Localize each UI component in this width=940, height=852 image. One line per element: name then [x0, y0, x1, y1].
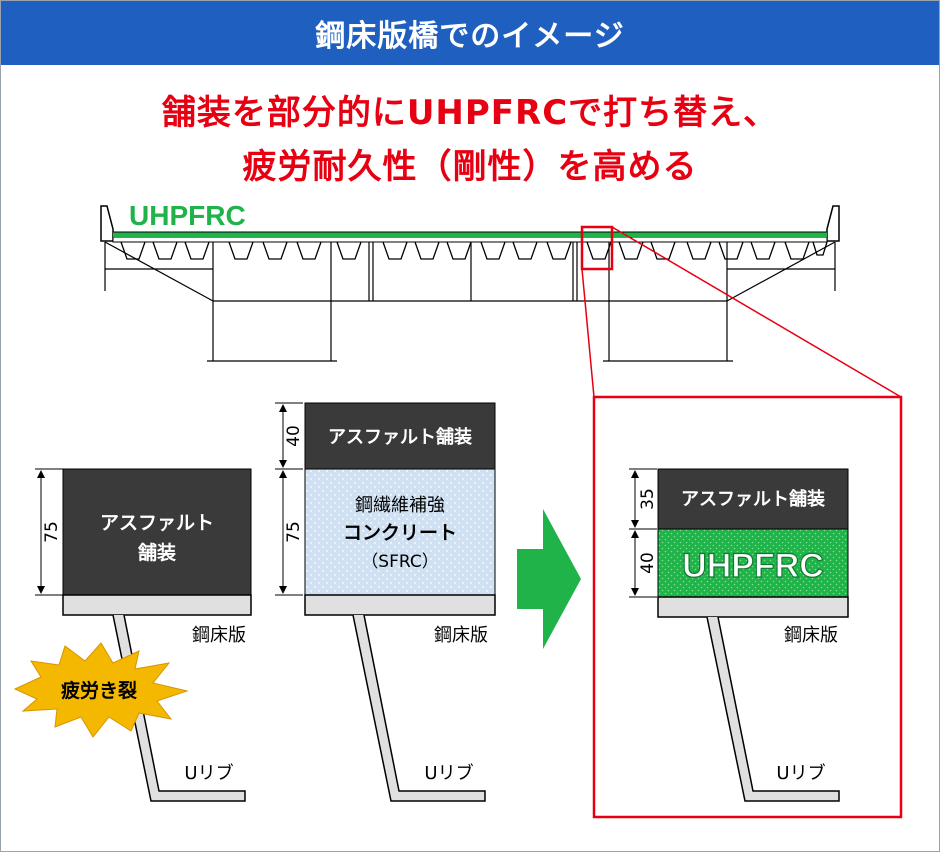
bridge-cross-section: UHPFRC [100, 200, 840, 362]
left-asphalt-label-2: 舗装 [137, 541, 176, 564]
left-parapet [100, 205, 114, 242]
right-parapet [826, 205, 840, 242]
transition-arrow [517, 509, 581, 649]
panel-right: 35 40 アスファルト舗装 UHPFRC 鋼床版 Uリブ [629, 468, 849, 802]
uhpfrc-layer [113, 232, 827, 237]
middle-sfrc-block [304, 468, 496, 596]
crack-burst [13, 642, 189, 738]
zoom-line-left [581, 268, 595, 398]
left-asphalt-block [62, 468, 252, 596]
middle-sfrc-label-1: 鋼繊維補強 [355, 495, 445, 516]
right-uhpfrc-block [657, 528, 849, 598]
panel-middle: 40 75 アスファルト舗装 鋼繊維補強 コンクリート （SFRC） 鋼床版 U… [275, 402, 496, 802]
middle-sfrc-label-3: （SFRC） [361, 552, 438, 572]
left-deck-label: 鋼床版 [192, 625, 246, 646]
middle-asphalt-block [304, 402, 496, 470]
right-rib-label: Uリブ [776, 762, 825, 784]
page-title: 鋼床版橋でのイメージ [315, 19, 625, 54]
u-ribs [120, 241, 828, 260]
headline-line-1: 舗装を部分的にUHPFRCで打ち替え、 [161, 93, 779, 133]
right-deck-plate [657, 596, 849, 618]
zoom-detail-frame [592, 395, 903, 819]
left-u-rib [112, 614, 246, 802]
headline-line-2: 疲労耐久性（剛性）を高める [242, 147, 698, 187]
middle-rib-label: Uリブ [424, 762, 473, 784]
right-dim-35: 35 [638, 488, 658, 510]
right-deck-label: 鋼床版 [784, 625, 838, 646]
deck-plate [112, 236, 828, 243]
middle-asphalt-label: アスファルト舗装 [328, 426, 472, 448]
right-uhpfrc-label: UHPFRC [682, 547, 824, 585]
right-asphalt-label: アスファルト舗装 [681, 488, 825, 510]
zoom-highlight-box [580, 225, 614, 271]
left-rib-label: Uリブ [184, 762, 233, 784]
bridge-uhpfrc-label: UHPFRC [129, 200, 246, 231]
panel-left: 75 アスファルト 舗装 鋼床版 Uリブ 疲労き裂 [13, 468, 252, 802]
right-asphalt-block [657, 468, 849, 530]
girders [104, 241, 836, 362]
right-u-rib [706, 616, 840, 802]
middle-dim-75: 75 [284, 521, 304, 543]
middle-sfrc-label-2: コンクリート [343, 522, 457, 544]
middle-deck-plate [304, 594, 496, 616]
middle-u-rib [352, 614, 486, 802]
zoom-line-right [611, 226, 902, 398]
left-deck-plate [62, 594, 252, 616]
left-asphalt-label-1: アスファルト [100, 512, 214, 534]
middle-dim-40: 40 [284, 425, 304, 447]
left-dim-75: 75 [42, 521, 62, 543]
middle-deck-label: 鋼床版 [434, 625, 488, 646]
right-dim-40: 40 [638, 552, 658, 574]
page-header: 鋼床版橋でのイメージ [1, 1, 939, 65]
crack-label: 疲労き裂 [61, 679, 137, 702]
